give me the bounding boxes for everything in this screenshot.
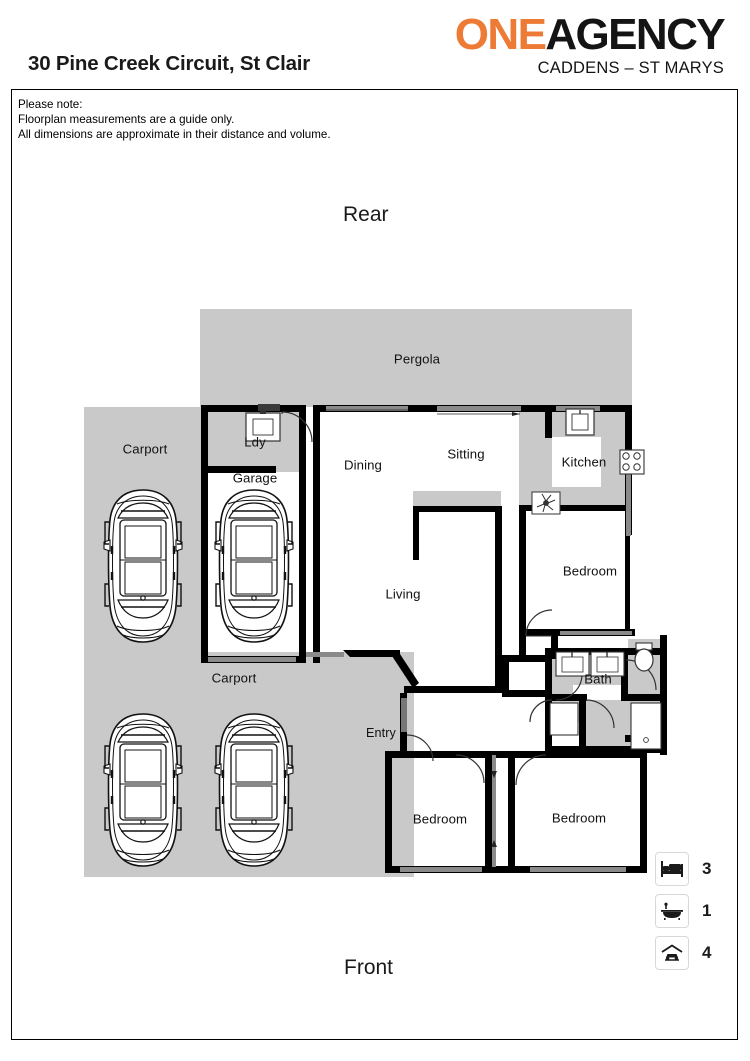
room-label-bedroom-right: Bedroom [551,810,607,826]
bath-icon-box [655,894,689,928]
bathroom-count: 1 [702,901,712,920]
legend-row-bathrooms: 1 [655,890,725,932]
room-label-sitting: Sitting [447,446,485,462]
brand-name-agency: AGENCY [545,10,725,59]
disclaimer-note: Please note: Floorplan measurements are … [18,97,331,143]
legend-row-car-spaces: 4 [655,932,725,974]
note-line-3: All dimensions are approximate in their … [18,128,331,142]
room-label-entry: Entry [366,726,396,740]
page-header: 30 Pine Creek Circuit, St Clair ONEAGENC… [0,0,750,88]
bed-icon-box [655,852,689,886]
room-label-carport-lower: Carport [211,670,257,686]
room-label-bath: Bath [584,671,612,687]
garage-icon-box [655,936,689,970]
room-label-bedroom-main: Bedroom [562,563,618,579]
feature-legend: 3 1 4 [655,848,725,974]
note-line-2: Floorplan measurements are a guide only. [18,113,235,127]
brand-wordmark: ONEAGENCY [454,10,726,59]
bedroom-count: 3 [702,859,712,878]
floorplan-panel: Please note: Floorplan measurements are … [11,89,738,1040]
room-label-living: Living [385,586,421,602]
orientation-label-front: Front [344,956,394,979]
brand-tagline: CADDENS – ST MARYS [537,59,724,77]
room-label-bedroom-left: Bedroom [412,811,468,827]
room-label-kitchen: Kitchen [561,454,607,470]
note-line-1: Please note: [18,98,83,111]
car-space-count: 4 [702,943,712,962]
room-label-laundry: Ldy [244,434,266,450]
bed-icon [661,861,683,877]
brand-logo: ONEAGENCY CADDENS – ST MARYS [454,10,726,78]
room-label-dining: Dining [344,457,382,473]
room-label-garage: Garage [232,470,278,486]
room-label-pergola: Pergola [393,351,441,367]
brand-name-one: ONE [454,10,547,59]
legend-row-bedrooms: 3 [655,848,725,890]
page-title: 30 Pine Creek Circuit, St Clair [28,52,311,75]
garage-icon [661,944,683,961]
room-label-carport-upper: Carport [122,441,168,457]
orientation-label-rear: Rear [343,203,389,226]
bath-icon [661,902,683,920]
